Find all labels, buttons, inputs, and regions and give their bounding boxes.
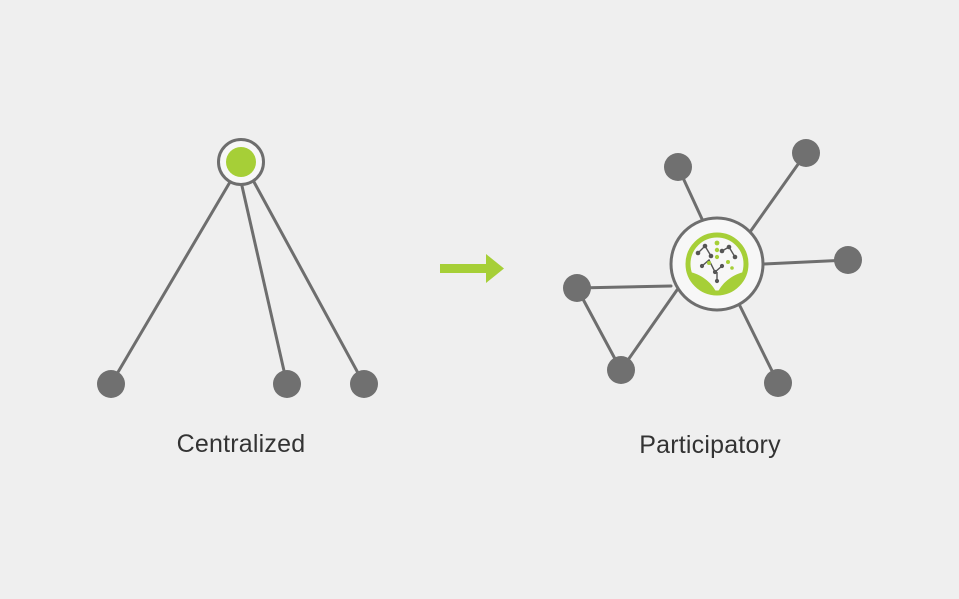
centralized-leaf-node: [273, 370, 301, 398]
centralized-edges: [109, 180, 366, 386]
participatory-network: [563, 139, 862, 397]
participatory-node: [563, 274, 591, 302]
participatory-edge: [619, 288, 679, 372]
participatory-node: [664, 153, 692, 181]
participatory-node: [607, 356, 635, 384]
centralized-hub-node: [217, 138, 265, 186]
centralized-network: [97, 138, 378, 398]
participatory-edge: [748, 151, 808, 234]
caption-participatory: Participatory: [639, 431, 781, 459]
centralized-leaf-node: [350, 370, 378, 398]
centralized-edge: [109, 180, 232, 386]
participatory-node: [834, 246, 862, 274]
arrow-right-icon: [440, 254, 504, 283]
participatory-edge: [575, 284, 673, 290]
participatory-edge: [762, 258, 850, 266]
centralized-edge: [252, 180, 366, 386]
participatory-node: [764, 369, 792, 397]
participatory-edge: [575, 286, 623, 372]
centralized-leaf-node: [97, 370, 125, 398]
caption-centralized: Centralized: [176, 430, 306, 458]
participatory-node: [792, 139, 820, 167]
network-leaf-icon: [685, 232, 749, 296]
participatory-hub-node: [669, 216, 765, 312]
participatory-edge: [738, 304, 780, 385]
centralized-edge: [240, 184, 289, 386]
